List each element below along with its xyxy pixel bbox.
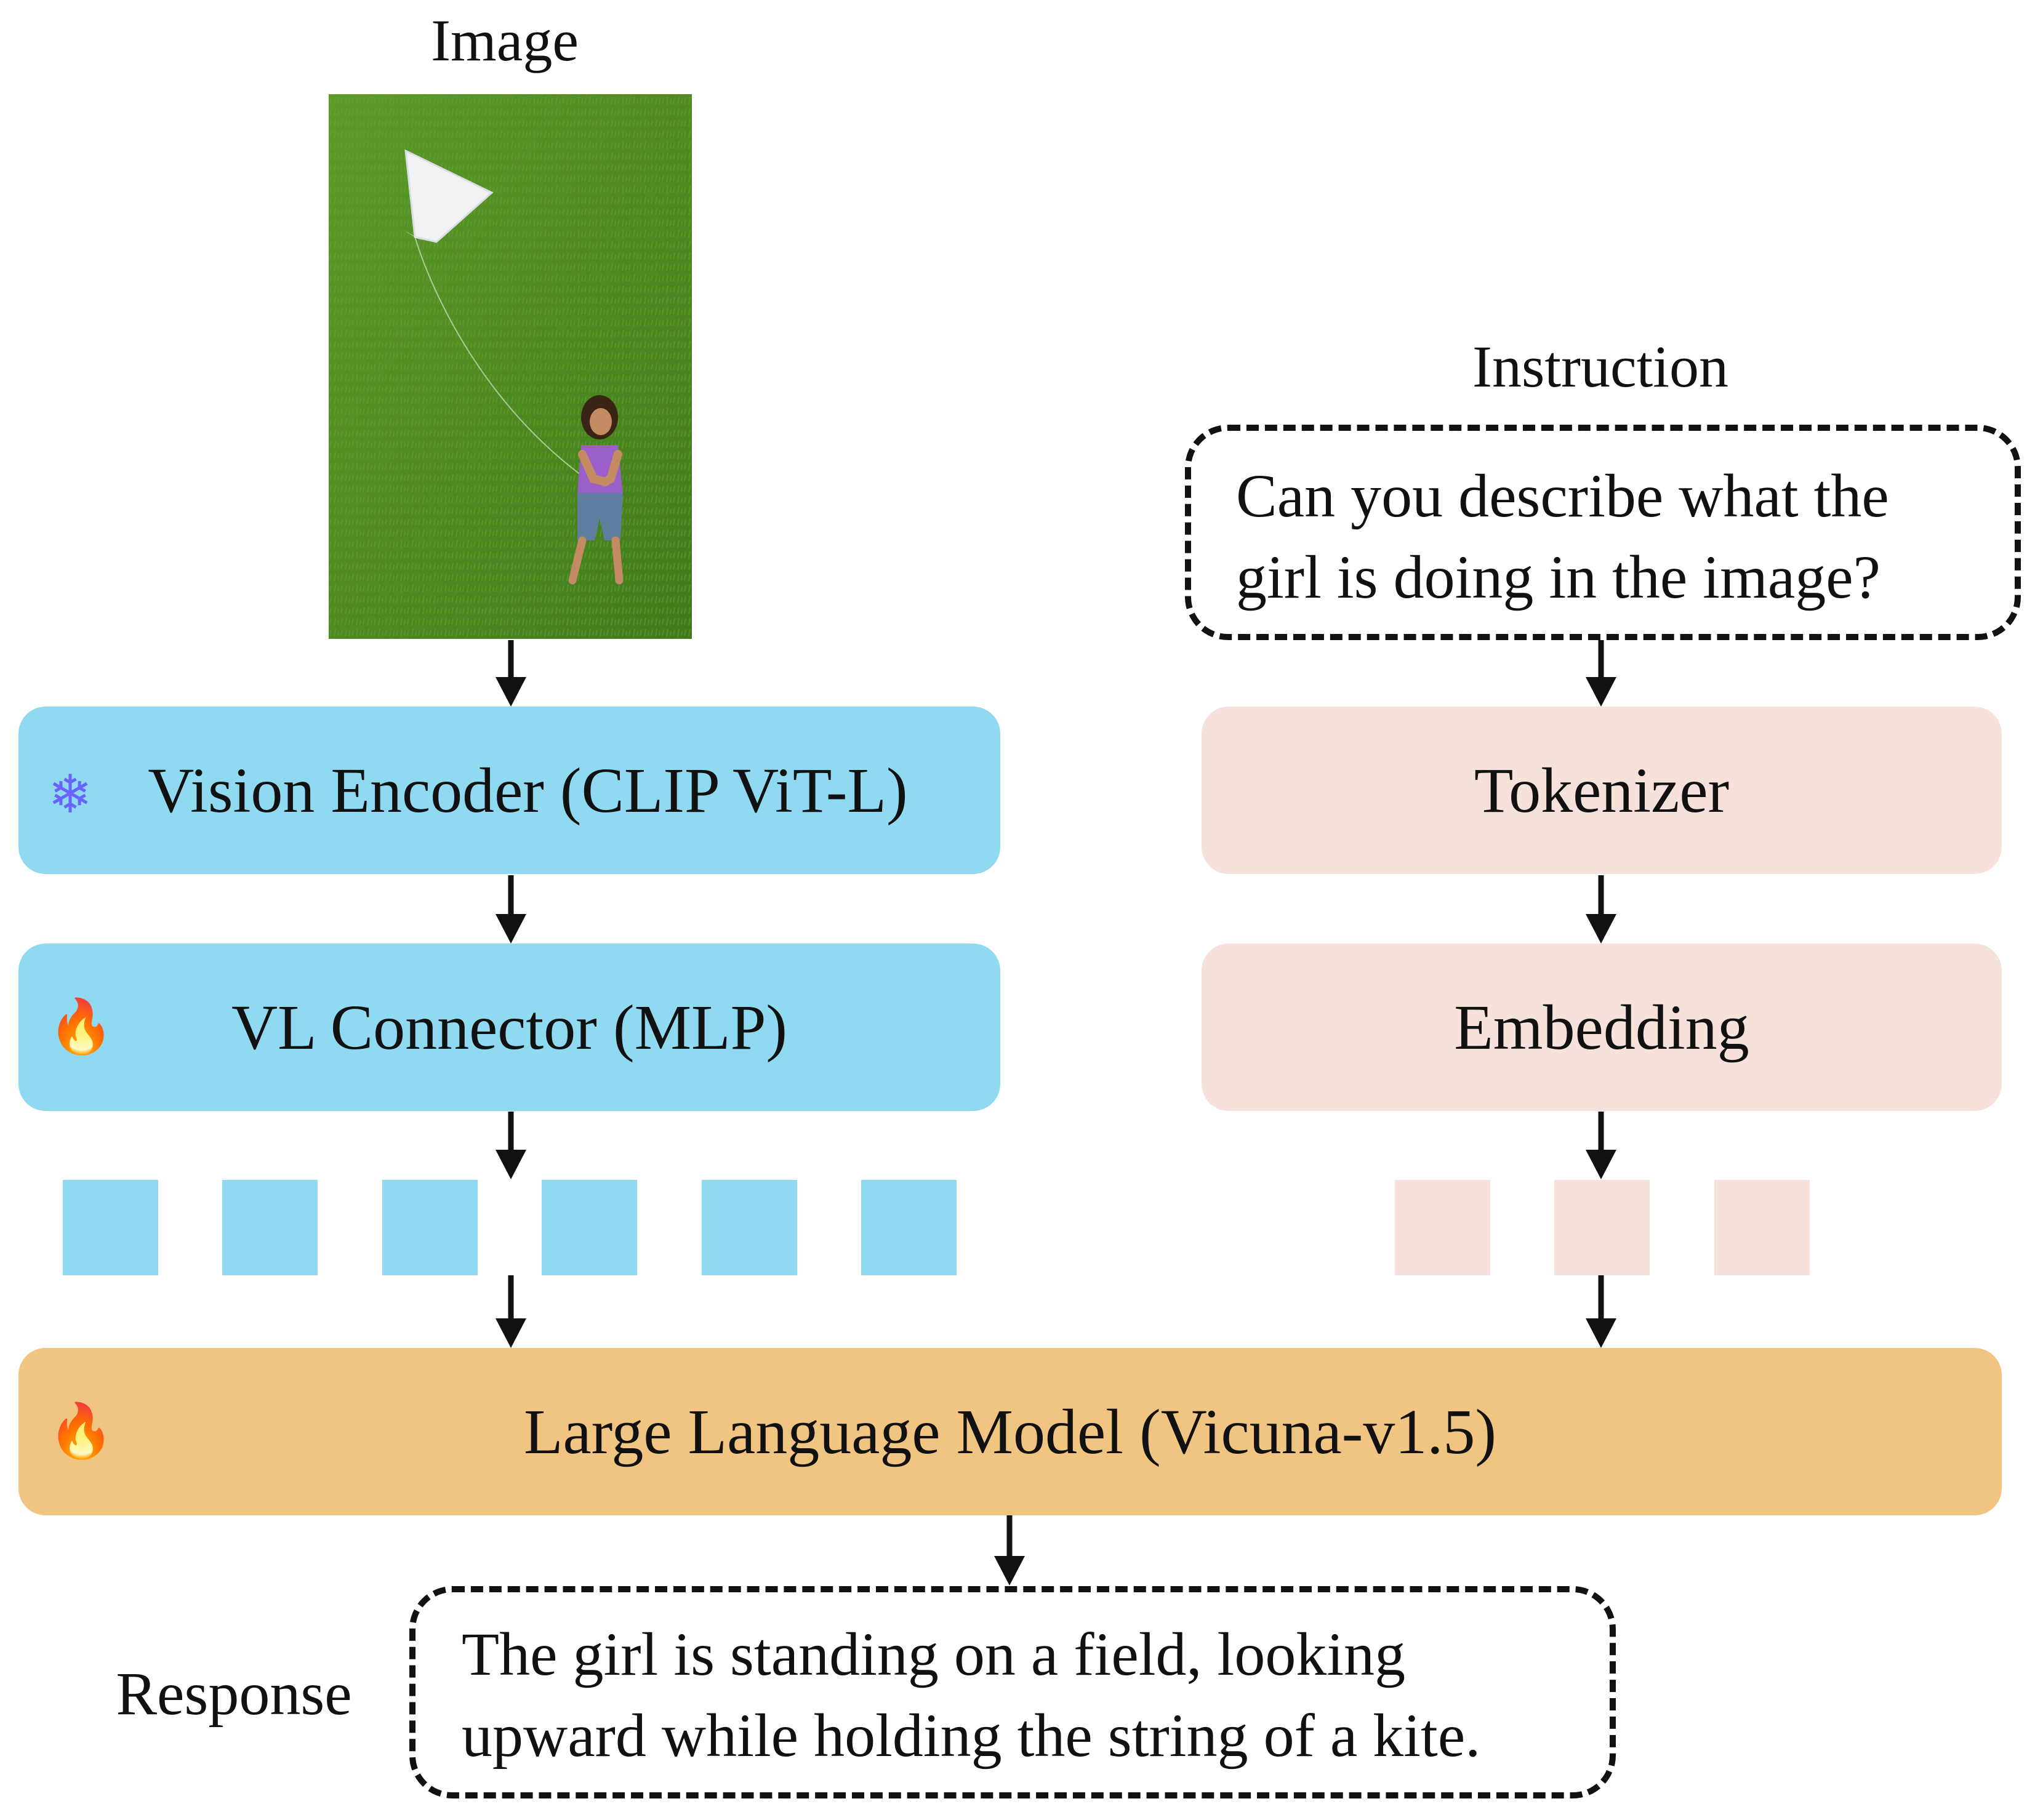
fire-icon: 🔥 <box>48 997 114 1056</box>
llm-box: Large Language Model (Vicuna-v1.5) <box>18 1348 2002 1515</box>
visual-token <box>222 1180 318 1275</box>
embedding-box: Embedding <box>1202 944 2002 1111</box>
embedding-label: Embedding <box>1454 992 1749 1063</box>
response-title: Response <box>116 1659 352 1728</box>
tokenizer-label: Tokenizer <box>1474 755 1730 826</box>
vision-encoder-label: Vision Encoder (CLIP ViT-L) <box>148 755 908 826</box>
girl <box>568 395 624 585</box>
text-token <box>1395 1180 1490 1275</box>
llm-label: Large Language Model (Vicuna-v1.5) <box>523 1396 1497 1467</box>
tokenizer-box: Tokenizer <box>1202 707 2002 874</box>
fire-icon: 🔥 <box>48 1401 114 1461</box>
vision-encoder-box: Vision Encoder (CLIP ViT-L) <box>18 707 1000 874</box>
visual-token <box>382 1180 478 1275</box>
visual-token <box>861 1180 957 1275</box>
input-photo <box>329 94 692 639</box>
response-text-line-2: upward while holding the string of a kit… <box>462 1701 1481 1770</box>
instruction-title: Instruction <box>1472 334 1728 399</box>
visual-token <box>63 1180 158 1275</box>
instruction-text-line-2: girl is doing in the image? <box>1236 543 1881 611</box>
response-text-line-1: The girl is standing on a field, looking <box>462 1620 1406 1688</box>
instruction-box <box>1185 425 2021 640</box>
text-token <box>1714 1180 1810 1275</box>
visual-token <box>542 1180 637 1275</box>
image-title: Image <box>431 7 579 73</box>
snowflake-icon: ❄ <box>48 765 93 824</box>
vl-connector-box: VL Connector (MLP) <box>18 944 1000 1111</box>
kite <box>403 149 600 489</box>
vl-connector-label: VL Connector (MLP) <box>231 992 788 1063</box>
response-box <box>409 1586 1616 1798</box>
text-token <box>1554 1180 1650 1275</box>
instruction-text-line-1: Can you describe what the <box>1236 462 1889 530</box>
visual-token <box>702 1180 797 1275</box>
